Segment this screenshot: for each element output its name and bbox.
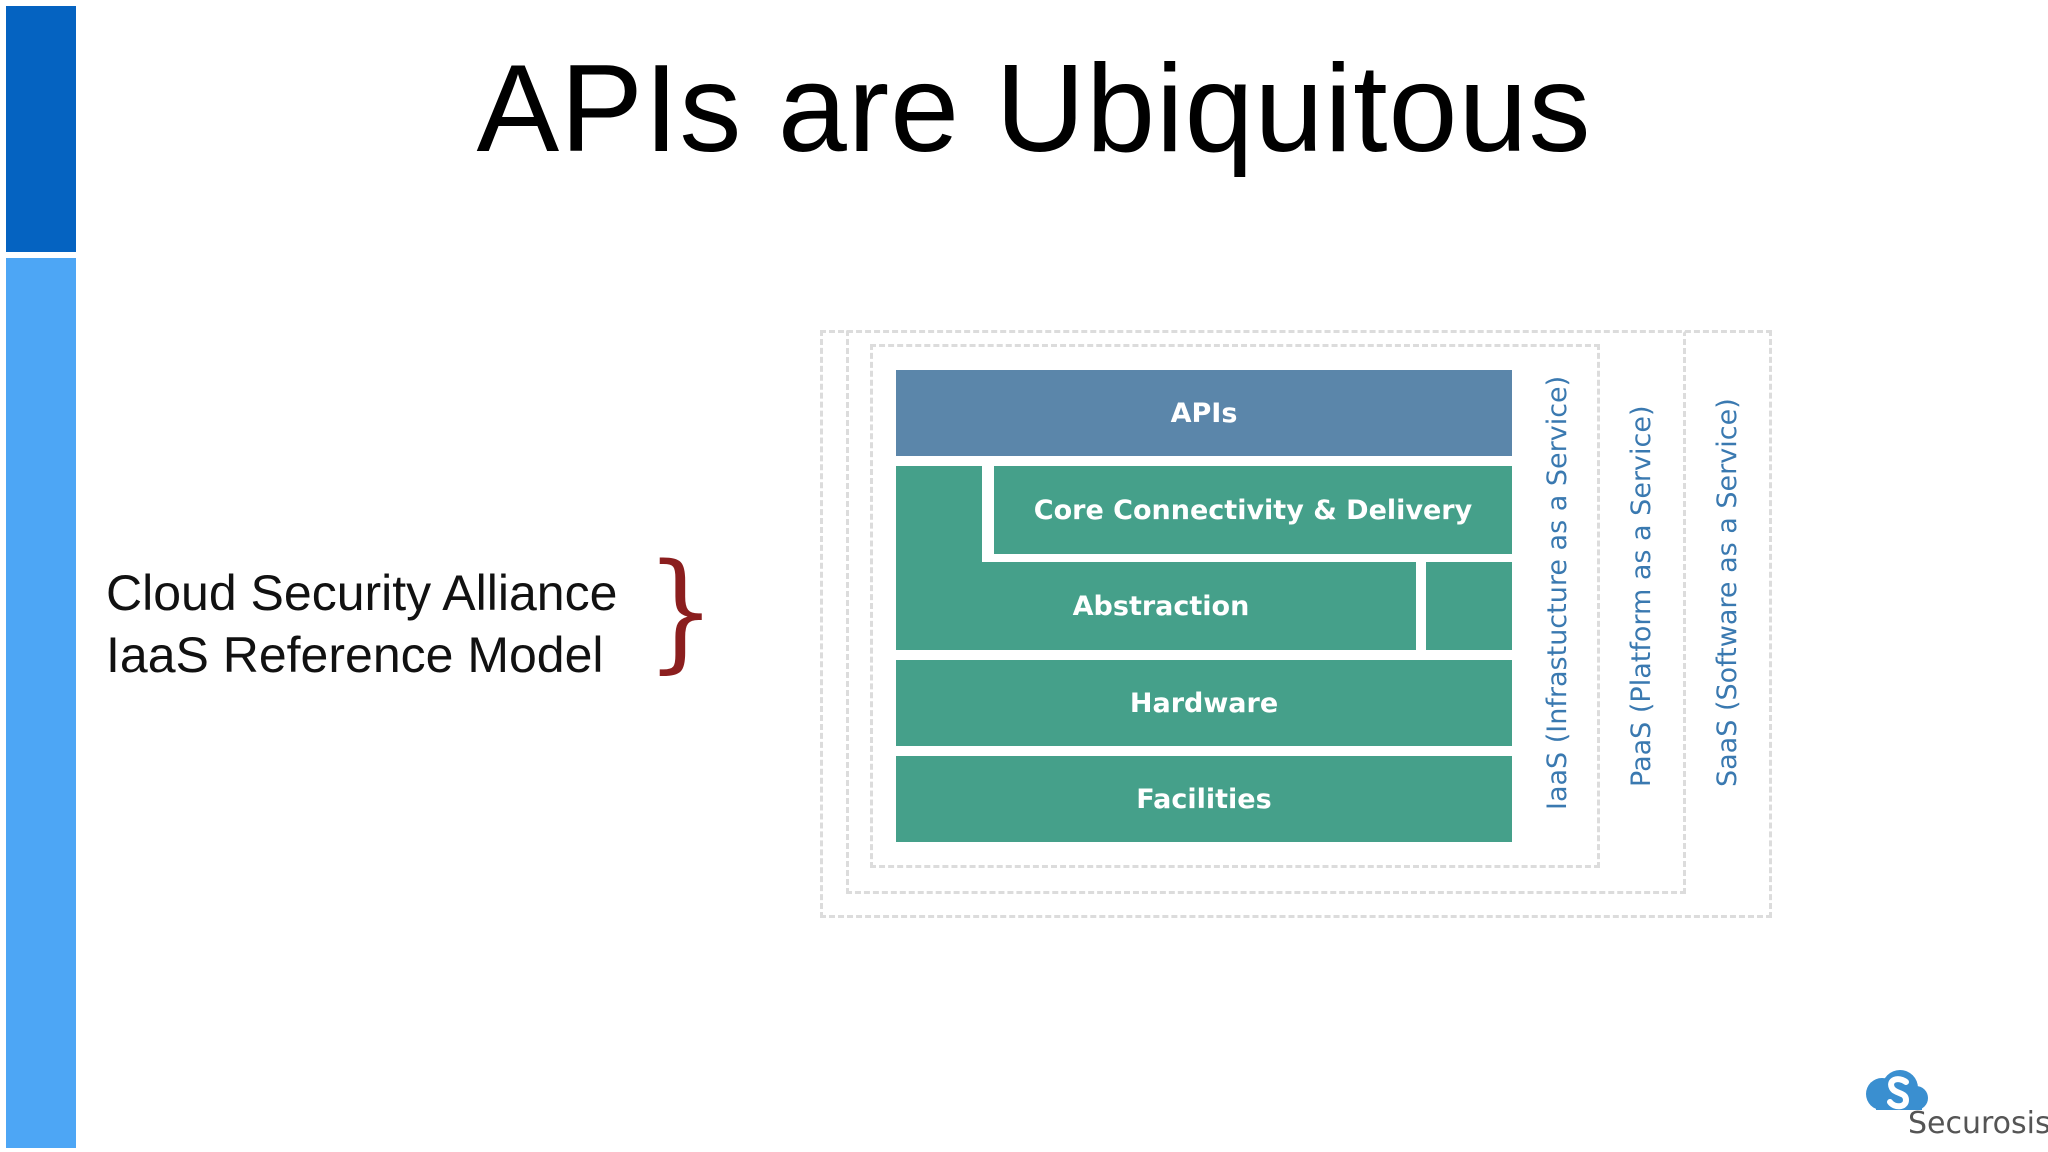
paas-scope-box — [846, 330, 1686, 894]
slide-title: APIs are Ubiquitous — [476, 40, 1592, 178]
caption: Cloud Security Alliance IaaS Reference M… — [106, 562, 617, 686]
layer-apis: APIs — [896, 370, 1512, 456]
iaas-label: IaaS (Infrastucture as a Service) — [1542, 375, 1573, 810]
layer-facilities: Facilities — [896, 756, 1512, 842]
curly-brace: } — [646, 537, 716, 686]
layer-hardware: Hardware — [896, 660, 1512, 746]
cloud-s-icon — [1866, 1070, 1928, 1110]
caption-line-1: Cloud Security Alliance — [106, 565, 618, 621]
saas-label: SaaS (Software as a Service) — [1712, 398, 1743, 787]
layer-abstraction: Abstraction — [896, 562, 1416, 650]
layer-core-connectivity: Core Connectivity & Delivery — [994, 466, 1512, 554]
logo-wordmark: Securosis — [1908, 1106, 2048, 1141]
layer-core-right-block — [1426, 562, 1512, 650]
saas-scope-box — [820, 330, 1772, 918]
accent-bar-bottom — [6, 258, 76, 1148]
caption-line-2: IaaS Reference Model — [106, 627, 604, 683]
iaas-scope-box — [870, 344, 1600, 868]
paas-label: PaaS (Platform as a Service) — [1626, 405, 1657, 787]
accent-bar-top — [6, 6, 76, 252]
